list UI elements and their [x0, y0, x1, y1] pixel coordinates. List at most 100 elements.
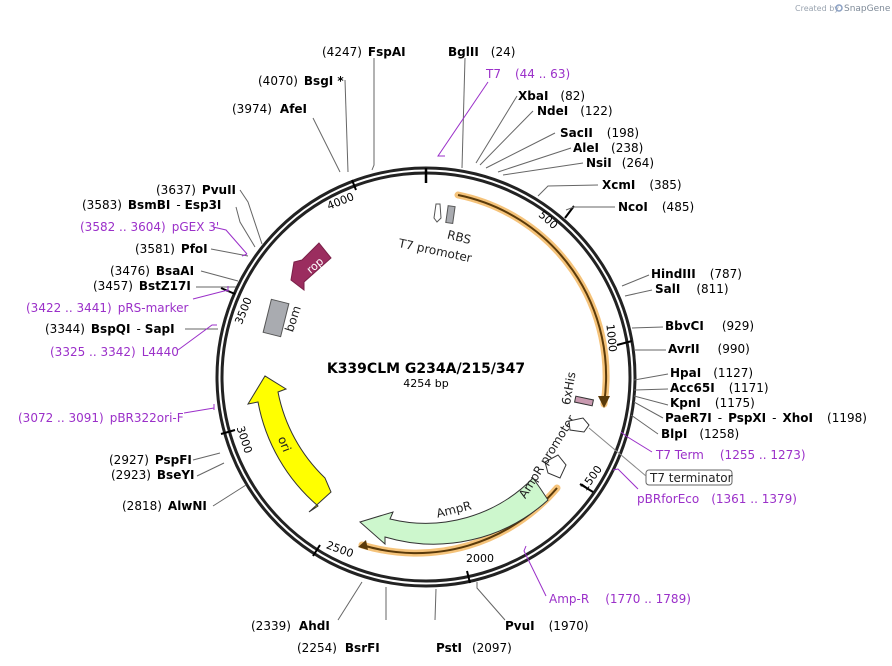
- tick-label-500: 500: [536, 208, 560, 232]
- enzyme-nsii[interactable]: NsiI(264): [586, 156, 654, 170]
- his-tag-label: 6xHis: [559, 371, 579, 406]
- enzyme-xbai[interactable]: XbaI(82): [518, 89, 585, 103]
- enzyme-pvuii[interactable]: (3637)PvuII: [156, 183, 236, 197]
- tick-mark-1000: [616, 340, 633, 346]
- snapgene-logo-icon: [835, 4, 843, 12]
- enzyme-bseyi[interactable]: (2923)BseYI: [111, 468, 195, 482]
- leader-alwni: [212, 484, 247, 507]
- ori-label: ori: [275, 434, 294, 454]
- leader-alei: [497, 147, 572, 173]
- primer-l4440[interactable]: (3325 .. 3342)L4440: [50, 345, 179, 359]
- his-tag-block[interactable]: [573, 395, 595, 407]
- leader-afei: [312, 117, 341, 173]
- tick-label-2000: 2000: [466, 552, 494, 565]
- enzyme-alwni[interactable]: (2818)AlwNI: [122, 499, 207, 513]
- enzyme-ahdi[interactable]: (2339)AhdI: [251, 619, 330, 633]
- leader-nsii: [502, 162, 584, 176]
- enzyme-bglii[interactable]: BglII(24): [448, 45, 515, 59]
- enzyme-pvui[interactable]: PvuI(1970): [505, 619, 589, 633]
- enzyme-bspqi-sapi[interactable]: (3344)BspQI-SapI: [45, 322, 175, 336]
- enzyme-psti[interactable]: PstI(2097): [436, 641, 512, 655]
- leader-hpai: [633, 373, 669, 381]
- enzyme-bsrfi[interactable]: (2254)BsrFI: [297, 641, 380, 655]
- leader-ndei: [479, 110, 534, 166]
- primer-prs-marker[interactable]: (3422 .. 3441)pRS-marker: [26, 301, 188, 315]
- rbs-block[interactable]: [445, 205, 456, 225]
- tick-mark-1500: [579, 483, 594, 493]
- enzyme-sali[interactable]: SalI(811): [655, 282, 729, 296]
- enzyme-bsaai[interactable]: (3476)BsaAI: [110, 264, 194, 278]
- leader-xbai: [475, 95, 518, 164]
- primer-leader-l4440: [177, 324, 217, 351]
- leader-blpi: [630, 414, 659, 435]
- enzyme-acc65i[interactable]: Acc65I(1171): [670, 381, 769, 395]
- enzyme-bstz17i[interactable]: (3457)BstZ17I: [93, 279, 191, 293]
- primer-leader-prs-marker: [192, 286, 229, 300]
- leader-psti: [434, 588, 437, 621]
- leader-fspai: [371, 58, 375, 171]
- enzyme-avrii[interactable]: AvrII(990): [668, 342, 750, 356]
- t7-promoter-arrow[interactable]: [433, 203, 442, 223]
- leader-bsmbi: [235, 206, 256, 248]
- plasmid-name: K339CLM G234A/215/347: [327, 361, 525, 377]
- ampr-promoter-arrow[interactable]: [544, 454, 567, 479]
- created-by-text: Created by: [795, 4, 839, 13]
- rop-gene-arrow[interactable]: [290, 242, 332, 292]
- leader-pvuii: [239, 189, 263, 245]
- enzyme-alei[interactable]: AleI(238): [573, 141, 643, 155]
- leader-bsgi: [344, 79, 349, 173]
- enzyme-hpai[interactable]: HpaI(1127): [670, 366, 753, 380]
- enzyme-paer7i-pspxi-xhoi[interactable]: PaeR7I-PspXI-XhoI(1198): [665, 411, 867, 425]
- enzyme-fspai[interactable]: (4247)FspAI: [322, 45, 406, 59]
- orf-arrow-top-icon: [598, 396, 610, 408]
- leader-hindiii: [621, 274, 650, 287]
- primer-pbr322ori-f[interactable]: (3072 .. 3091)pBR322ori-F: [18, 411, 184, 425]
- t7-terminator-label: T7 terminator: [649, 471, 733, 485]
- primer-pbrforeco[interactable]: pBRforEco(1361 .. 1379): [637, 492, 797, 506]
- t7-terminator-leader: [588, 427, 647, 477]
- enzyme-ndei[interactable]: NdeI(122): [537, 104, 613, 118]
- leader-bbvci: [631, 326, 664, 329]
- enzyme-bbvci[interactable]: BbvCI(929): [665, 319, 754, 333]
- enzyme-xcmi[interactable]: XcmI(385): [602, 178, 682, 192]
- primer-t7[interactable]: T7(44 .. 63): [485, 67, 570, 81]
- leader-bseyi: [196, 462, 225, 477]
- t7-terminator-box: [645, 469, 733, 486]
- plasmid-size: 4254 bp: [403, 377, 448, 390]
- ori-arrow[interactable]: [246, 375, 332, 513]
- enzyme-bsmbi-esp3i[interactable]: (3583)BsmBI-Esp3I: [82, 198, 221, 212]
- tick-mark-2500: [312, 544, 321, 557]
- leader-bsaai: [200, 270, 239, 282]
- leader-ahdi: [337, 581, 363, 621]
- leader-pspfi: [192, 452, 221, 461]
- ampr-gene-arrow[interactable]: [358, 477, 549, 546]
- tick-mark-2000: [466, 570, 471, 584]
- leader-kpni: [633, 395, 669, 406]
- leader-pfoi: [210, 248, 249, 257]
- enzyme-kpni[interactable]: KpnI(1175): [670, 396, 755, 410]
- tick-label-4000: 4000: [325, 190, 356, 213]
- leader-bglii: [461, 57, 466, 169]
- enzyme-blpi[interactable]: BlpI(1258): [661, 427, 739, 441]
- primer-leader-t7-term: [620, 431, 653, 453]
- tick-label-1000: 1000: [603, 323, 619, 352]
- enzyme-bsgi[interactable]: (4070)BsgI *: [258, 74, 344, 88]
- rbs-label: RBS: [446, 228, 473, 247]
- bom-block[interactable]: [262, 298, 290, 338]
- primer-amp-r[interactable]: Amp-R(1770 .. 1789): [549, 592, 691, 606]
- enzyme-sacii[interactable]: SacII(198): [560, 126, 639, 140]
- leader-pvui: [476, 582, 506, 621]
- primer-t7-term[interactable]: T7 Term(1255 .. 1273): [655, 448, 806, 462]
- enzyme-ncoi[interactable]: NcoI(485): [618, 200, 694, 214]
- tick-mark-3000: [220, 429, 236, 435]
- enzyme-pspfi[interactable]: (2927)PspFI: [109, 453, 192, 467]
- leader-acc65i: [633, 388, 669, 391]
- tick-mark-4000: [351, 179, 357, 191]
- primer-pgex3[interactable]: (3582 .. 3604)pGEX 3': [80, 220, 219, 234]
- enzyme-afei[interactable]: (3974)AfeI: [232, 102, 307, 116]
- leader-sacii: [485, 132, 556, 169]
- t7-terminator-arrow[interactable]: [568, 417, 590, 433]
- enzyme-hindiii[interactable]: HindIII(787): [651, 267, 742, 281]
- enzyme-pfoi[interactable]: (3581)PfoI: [135, 242, 208, 256]
